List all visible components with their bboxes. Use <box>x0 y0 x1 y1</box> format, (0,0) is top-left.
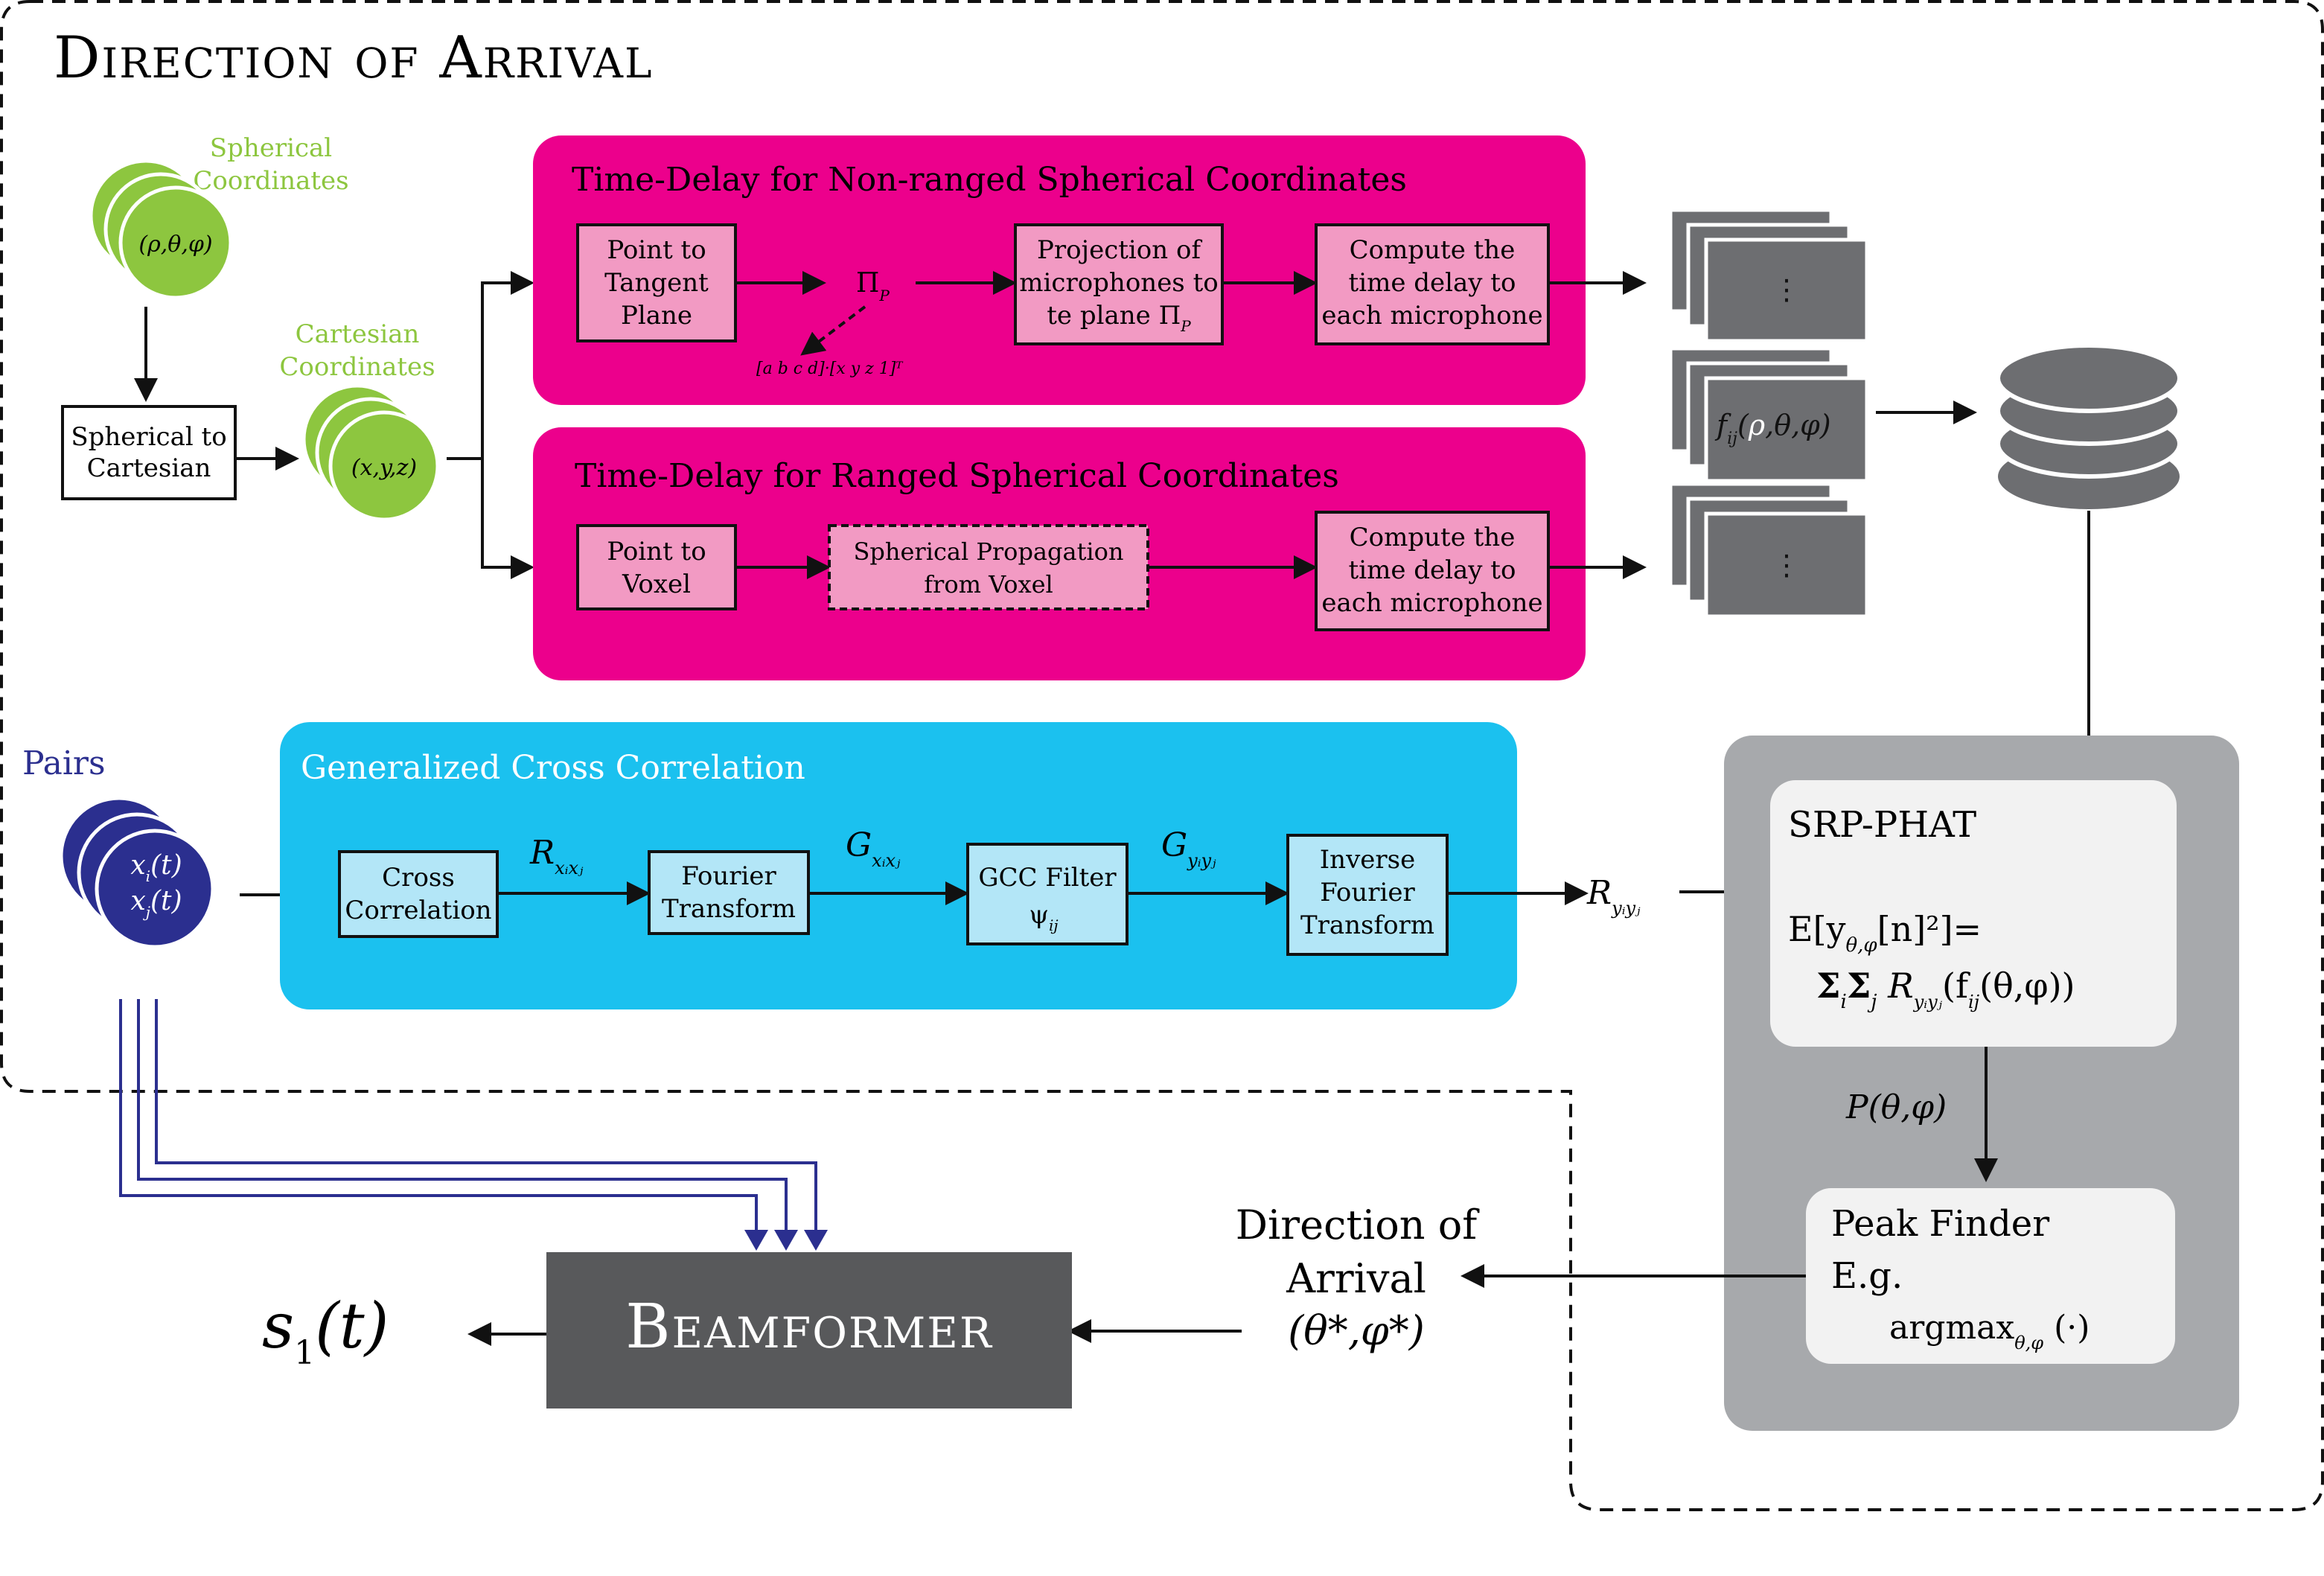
gcc-cross-line1: Cross <box>382 863 455 893</box>
nonranged-box2-line1: Projection of <box>1037 235 1202 265</box>
pairs-stacked-circles-icon <box>59 796 215 949</box>
spherical-circle-text: (ρ,θ,φ) <box>138 232 212 258</box>
gcc-panel <box>280 722 1517 1009</box>
doa-line3: (θ*,φ*) <box>1288 1307 1425 1354</box>
beamformer-label: Beamformer <box>625 1292 993 1362</box>
sph-to-cart-box <box>61 405 237 500</box>
gcc-title: Generalized Cross Correlation <box>301 749 805 787</box>
pairs-xi: xi(t) <box>130 850 182 885</box>
gcc-inverse-line2: Fourier <box>1320 878 1415 907</box>
srp-eq-line2: ΣiΣj Ryᵢyⱼ(fij(θ,φ)) <box>1816 966 2075 1013</box>
srp-phat-box <box>1770 780 2177 1047</box>
stacked-frames-icon-top <box>1668 208 1869 343</box>
gcc-filter-line2: ψij <box>1029 900 1058 934</box>
branch-to-ranged <box>481 459 534 579</box>
sph-to-cart-line2: Cartesian <box>87 453 211 483</box>
spherical-label-line2: Coordinates <box>193 166 348 196</box>
gcc-fourier-line2: Transform <box>662 894 796 924</box>
doa-line2: Arrival <box>1286 1255 1426 1302</box>
stack-top-dots: ⋮ <box>1772 273 1801 306</box>
nonranged-box1-line2: Tangent <box>604 268 709 298</box>
nonranged-box1-line3: Plane <box>621 301 692 331</box>
blue-line-pair-2 <box>137 999 798 1251</box>
gcc-g1-label: Gxᵢxⱼ <box>846 826 901 871</box>
peak-title: Peak Finder <box>1831 1203 2049 1245</box>
ranged-box3-line3: each microphone <box>1321 588 1542 618</box>
spherical-coordinates-icon <box>89 159 233 300</box>
r-out-label: Ryᵢyⱼ <box>1586 874 1641 919</box>
ranged-title: Time-Delay for Ranged Spherical Coordina… <box>575 457 1339 495</box>
cartesian-circle-text: (x,y,z) <box>351 455 417 481</box>
page-title: Direction of Arrival <box>54 25 653 92</box>
output-signal: s1(t) <box>262 1289 389 1372</box>
gcc-filter-line1: GCC Filter <box>978 863 1117 893</box>
nonranged-box3-line3: each microphone <box>1321 301 1542 331</box>
arrow-pi-to-plane-eq <box>800 305 866 356</box>
gcc-fourier-line1: Fourier <box>681 861 776 891</box>
peak-fn: argmaxθ,φ (·) <box>1889 1309 2090 1353</box>
stacked-frames-icon-middle <box>1668 346 1869 483</box>
gcc-cross-line2: Correlation <box>345 896 491 925</box>
gcc-r-label: Rxᵢxⱼ <box>529 834 584 878</box>
ranged-box2-line2: from Voxel <box>924 570 1053 599</box>
database-icon <box>1996 343 2182 509</box>
pi-label: ΠP <box>856 268 890 304</box>
ranged-box1-line1: Point to <box>607 537 706 567</box>
gcc-box-filter <box>966 843 1129 945</box>
cartesian-label-line2: Coordinates <box>279 352 435 382</box>
gcc-inverse-line1: Inverse <box>1320 845 1415 875</box>
ranged-box-propagation <box>828 524 1149 610</box>
ranged-box1-line2: Voxel <box>622 570 691 599</box>
gcc-inverse-line3: Transform <box>1300 910 1434 940</box>
sph-to-cart-line1: Spherical to <box>71 422 226 452</box>
nonranged-box2-line2: microphones to <box>1019 268 1218 298</box>
branch-to-nonranged <box>447 271 534 460</box>
srp-eq-line1: E[yθ,φ[n]²]= <box>1788 909 1982 957</box>
pairs-label: Pairs <box>22 744 106 782</box>
cartesian-coordinates-icon <box>301 383 440 522</box>
peak-finder-box <box>1806 1188 2175 1364</box>
doa-line1: Direction of <box>1236 1202 1481 1248</box>
nonranged-box2-line3: te plane ΠP <box>1047 301 1191 335</box>
gcc-g2-label: Gyᵢyⱼ <box>1161 826 1216 871</box>
nonranged-box-tangent <box>576 223 737 342</box>
p-label: P(θ,φ) <box>1845 1088 1947 1126</box>
function-label: fij(ρ,θ,φ) <box>1714 409 1831 448</box>
plane-equation: [a b c d]·[x y z 1]ᵀ <box>756 360 904 378</box>
pairs-xj: xj(t) <box>130 886 182 921</box>
ranged-box3-line2: time delay to <box>1349 555 1516 585</box>
nonranged-box-compute <box>1315 223 1550 345</box>
stacked-frames-icon-bottom <box>1668 482 1869 619</box>
ranged-box-voxel <box>576 524 737 610</box>
nonranged-title: Time-Delay for Non-ranged Spherical Coor… <box>572 161 1407 199</box>
ranged-box-compute <box>1315 511 1550 631</box>
spherical-label-line1: Spherical <box>210 133 332 163</box>
gcc-box-inverse <box>1286 834 1449 956</box>
ranged-box2-line1: Spherical Propagation <box>853 537 1123 566</box>
stack-bottom-dots: ⋮ <box>1772 549 1801 581</box>
nonranged-box1-line1: Point to <box>607 235 706 265</box>
blue-line-pair-3 <box>155 999 828 1251</box>
nonranged-box3-line1: Compute the <box>1350 235 1516 265</box>
gcc-box-fourier <box>648 850 810 935</box>
ranged-box3-line1: Compute the <box>1350 523 1516 552</box>
nonranged-box3-line2: time delay to <box>1349 268 1516 298</box>
doa-region-outline <box>0 0 2324 1511</box>
blue-line-pair-1 <box>119 999 768 1251</box>
peak-eg: E.g. <box>1831 1255 1903 1297</box>
srp-title: SRP-PHAT <box>1788 804 1976 846</box>
beamformer-box <box>546 1252 1072 1408</box>
cartesian-label-line1: Cartesian <box>296 319 420 349</box>
